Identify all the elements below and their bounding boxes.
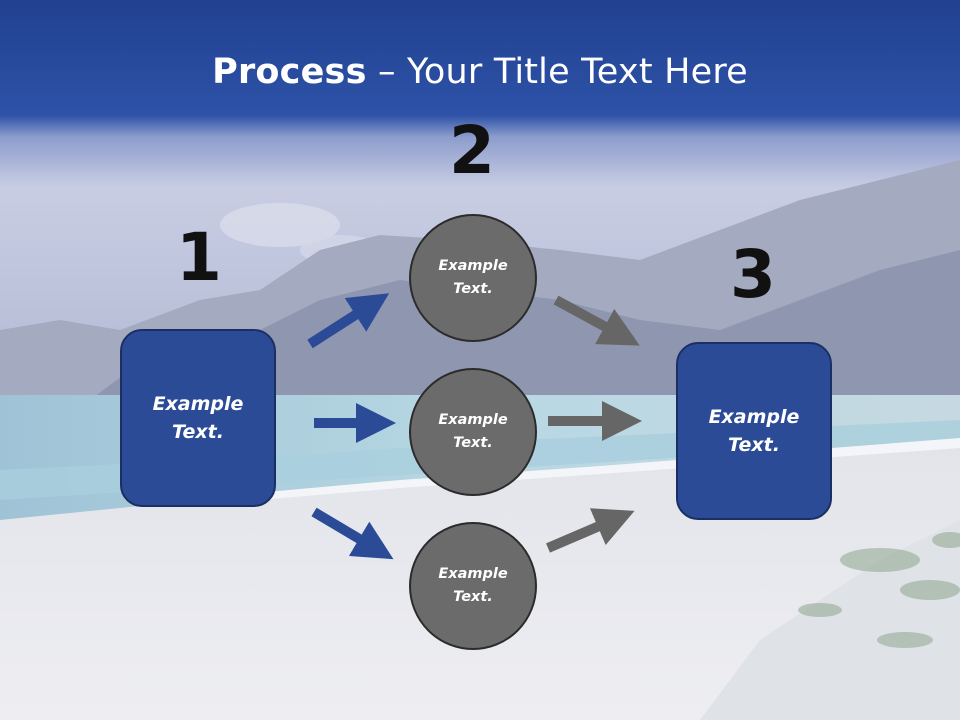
circle-middle-text: Example Text. [438, 411, 508, 451]
step-number-1: 1 [176, 219, 222, 296]
step-number-3: 3 [730, 236, 776, 313]
circle-top: Example Text. [409, 214, 537, 342]
step-3-text: Example Text. [708, 405, 800, 457]
title-bold-part: Process [212, 52, 367, 92]
step-3-box: Example Text. [676, 342, 832, 520]
step-number-2: 2 [449, 112, 495, 189]
circle-top-text: Example Text. [438, 257, 508, 297]
step-1-box: Example Text. [120, 329, 276, 507]
slide-title: Process – Your Title Text Here [0, 52, 960, 92]
step-1-text: Example Text. [152, 392, 244, 444]
circle-bottom: Example Text. [409, 522, 537, 650]
circle-middle: Example Text. [409, 368, 537, 496]
title-rest-part: – Your Title Text Here [366, 52, 748, 92]
circle-bottom-text: Example Text. [438, 565, 508, 605]
